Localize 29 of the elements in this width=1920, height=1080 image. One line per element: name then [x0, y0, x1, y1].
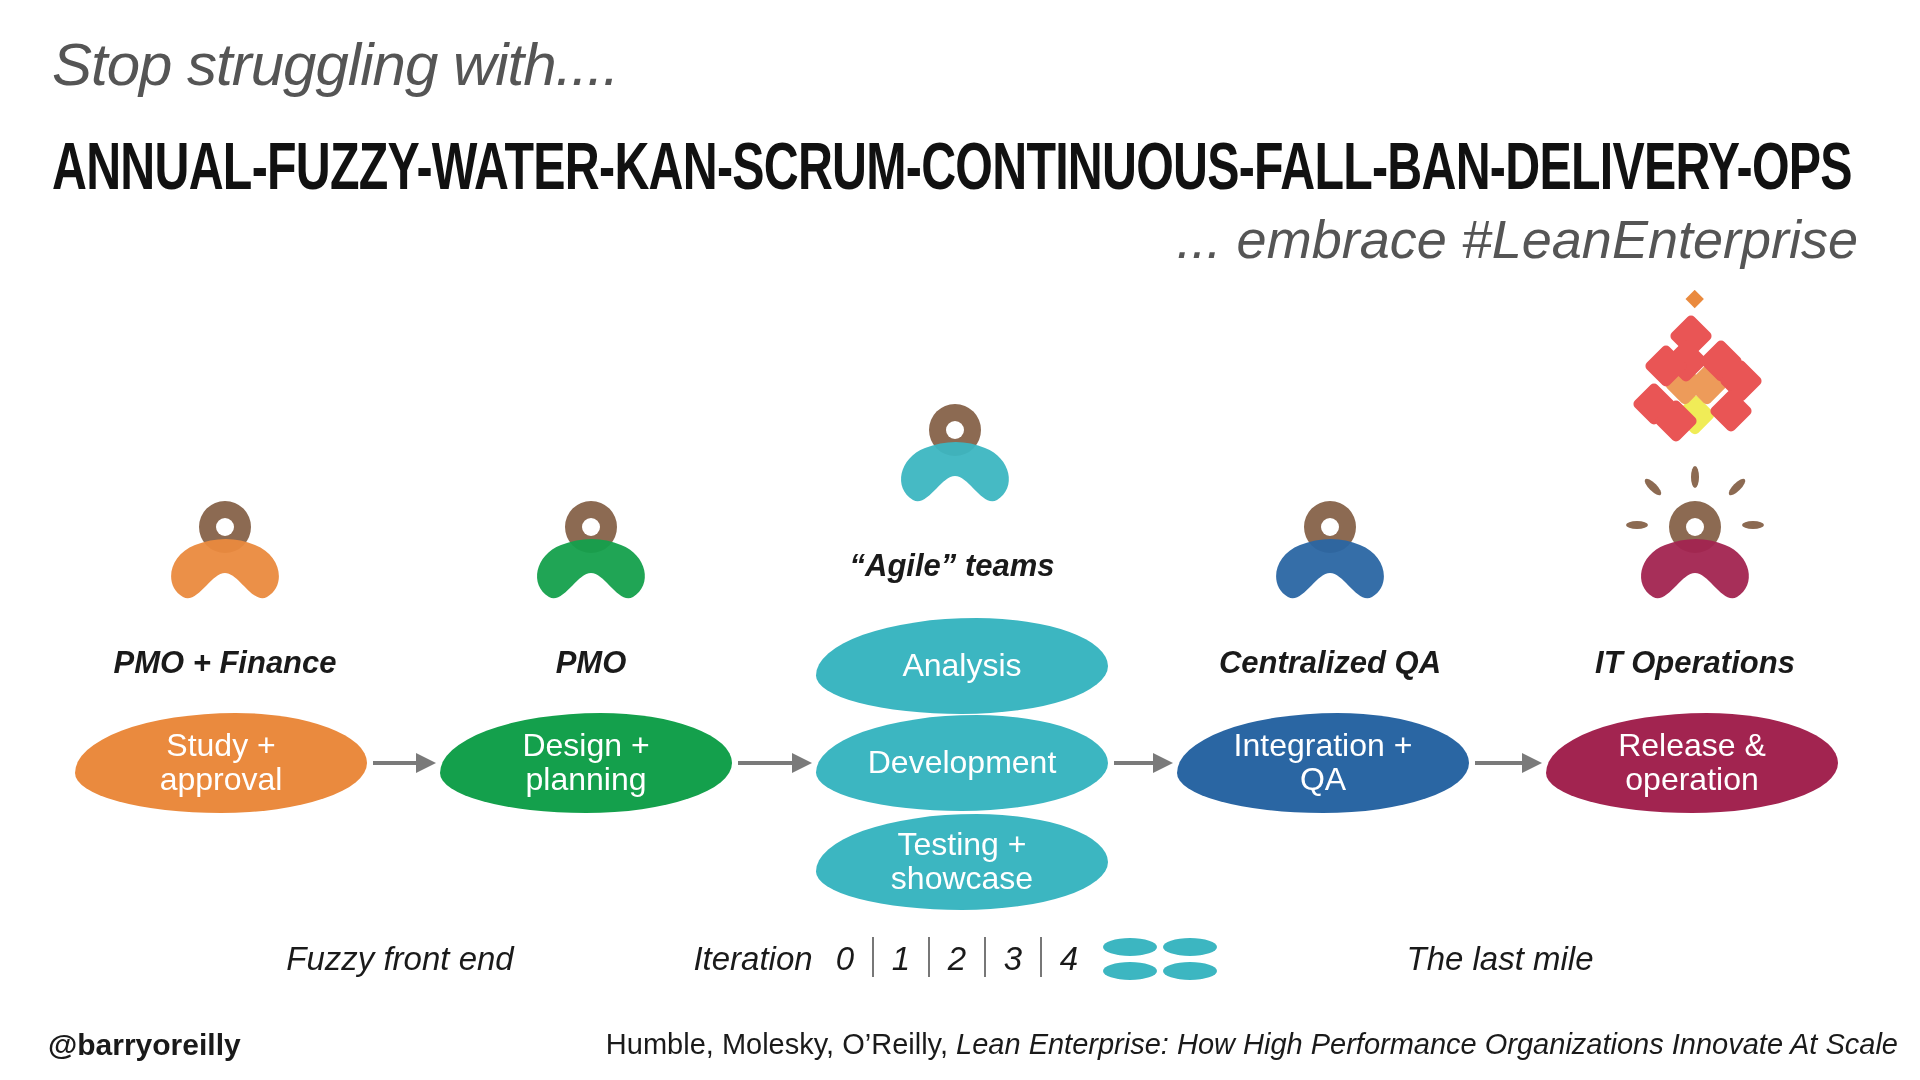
iteration-number: 2 — [947, 940, 967, 978]
process-blob: Analysis — [816, 618, 1108, 714]
citation: Humble, Molesky, O’Reilly, Lean Enterprise: How High Performance Organizations Innovate At Scale — [605, 1028, 1898, 1061]
phase-label: The last mile — [1406, 940, 1594, 978]
process-blob: Integration + QA — [1177, 713, 1469, 813]
arrow — [373, 753, 436, 773]
process-blob: Design + planning — [440, 713, 732, 813]
role-label: Centralized QA — [1218, 645, 1442, 681]
iteration-number: 4 — [1059, 940, 1079, 978]
arrow — [1114, 753, 1173, 773]
role-label: “Agile” teams — [849, 548, 1055, 584]
subtitle: ... embrace #LeanEnterprise — [1176, 208, 1858, 270]
role-label: PMO — [555, 645, 627, 681]
process-blob: Study + approval — [75, 713, 367, 813]
phase-label: Iteration — [693, 940, 813, 978]
arrow — [738, 753, 812, 773]
role-label: IT Operations — [1595, 645, 1795, 681]
role-label: PMO + Finance — [113, 645, 337, 681]
author-handle: @barryoreilly — [48, 1028, 241, 1062]
iteration-number: 1 — [891, 940, 911, 978]
headline: ANNUAL-FUZZY-WATER-KAN-SCRUM-CONTINUOUS-FALL-BAN-DELIVERY-OPS — [52, 128, 1852, 204]
title: Stop struggling with.... — [52, 30, 619, 99]
phase-label: Fuzzy front end — [286, 940, 514, 978]
iteration-number: 3 — [1003, 940, 1023, 978]
iteration-number: 0 — [835, 940, 855, 978]
process-blob: Release & operation — [1546, 713, 1838, 813]
process-blob: Development — [816, 715, 1108, 811]
arrow — [1475, 753, 1542, 773]
process-blob: Testing + showcase — [816, 814, 1108, 910]
